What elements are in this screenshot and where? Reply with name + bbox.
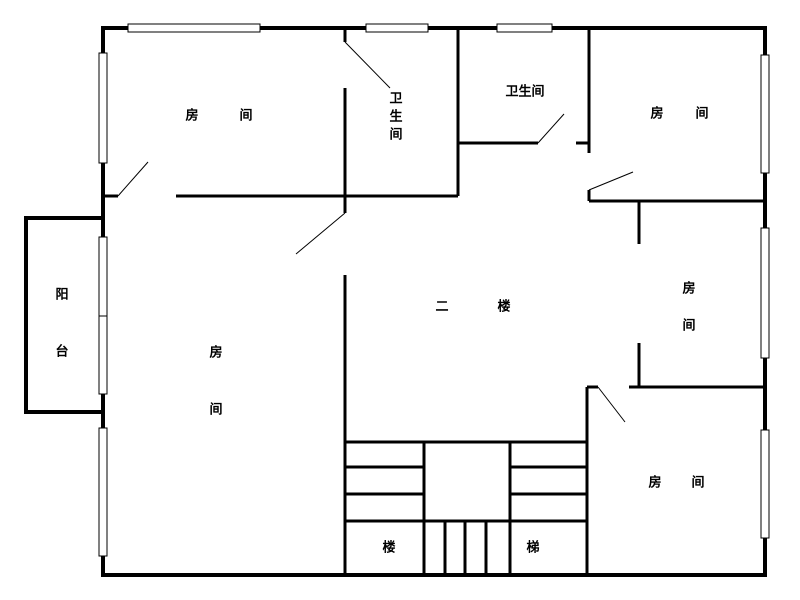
window bbox=[98, 52, 108, 164]
windows bbox=[98, 23, 770, 557]
door-swing bbox=[537, 113, 565, 144]
room-top-left-label-1: 房 bbox=[185, 108, 198, 124]
window bbox=[98, 315, 108, 395]
stairs-label-2: 梯 bbox=[526, 540, 539, 556]
balcony-outline bbox=[24, 216, 103, 414]
room-top-right-label-1: 房 bbox=[650, 106, 663, 122]
bathroom-left-label-2: 生 bbox=[389, 109, 402, 125]
door-swing bbox=[295, 212, 346, 255]
window bbox=[760, 227, 770, 359]
room-right-middle-label-1: 房 bbox=[682, 281, 695, 297]
hall-label-2: 楼 bbox=[497, 299, 510, 315]
window bbox=[98, 236, 108, 317]
window bbox=[496, 23, 553, 33]
hall-label-1: 二 bbox=[435, 300, 448, 315]
room-top-right-label-2: 间 bbox=[695, 106, 708, 122]
interior-walls bbox=[103, 28, 765, 575]
door-swing bbox=[344, 41, 391, 89]
room-labels: 房 间 卫 生 间 卫生间 房 间 阳 台 房 间 二 楼 房 间 房 间 楼 … bbox=[55, 84, 708, 556]
room-top-left-label-2: 间 bbox=[239, 108, 252, 124]
room-right-middle-label-2: 间 bbox=[682, 318, 695, 334]
staircase bbox=[345, 440, 587, 575]
bathroom-left-label-3: 间 bbox=[389, 127, 402, 143]
balcony-label-2: 台 bbox=[55, 344, 68, 360]
window bbox=[365, 23, 429, 33]
room-left-large-label-2: 间 bbox=[209, 402, 222, 418]
window bbox=[127, 23, 261, 33]
door-swing bbox=[117, 161, 149, 197]
building-outline bbox=[101, 26, 767, 577]
stairs-label-1: 楼 bbox=[382, 540, 395, 556]
bathroom-right-label: 卫生间 bbox=[505, 84, 544, 100]
door-swing bbox=[588, 171, 634, 191]
window bbox=[98, 427, 108, 557]
room-bottom-right-label-1: 房 bbox=[648, 475, 661, 491]
window bbox=[760, 429, 770, 539]
window bbox=[760, 54, 770, 174]
room-bottom-right-label-2: 间 bbox=[691, 475, 704, 491]
balcony-label-1: 阳 bbox=[55, 288, 68, 303]
bathroom-left-label-1: 卫 bbox=[389, 92, 402, 107]
door-swings bbox=[117, 41, 634, 423]
room-left-large-label-1: 房 bbox=[209, 345, 222, 361]
door-swing bbox=[597, 386, 626, 423]
